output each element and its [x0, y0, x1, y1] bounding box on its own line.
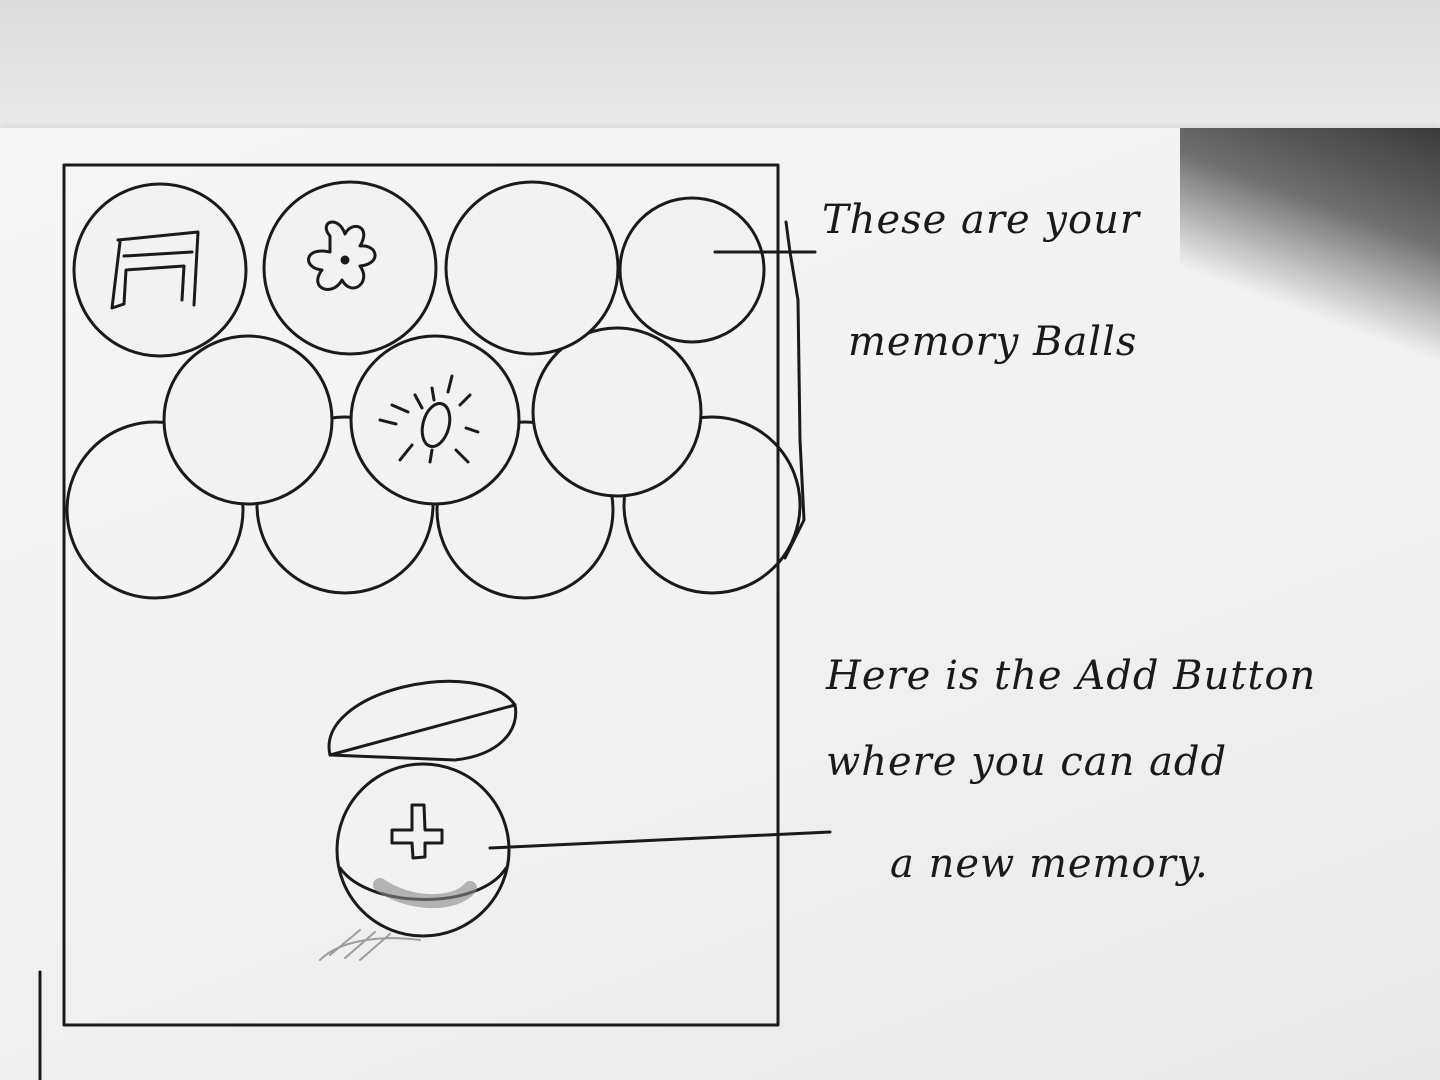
memory-balls-note-line-1: These are your [822, 197, 1140, 243]
memory-ball[interactable] [435, 420, 615, 600]
memory-ball[interactable] [531, 326, 703, 498]
add-button-callout [488, 830, 832, 850]
memory-ball[interactable] [444, 180, 620, 356]
memory-ball[interactable] [618, 196, 766, 344]
memory-balls-callout [713, 220, 817, 560]
add-button-note-line-3: a new memory. [890, 841, 1209, 887]
add-button-note-line-1: Here is the Add Button [826, 653, 1317, 699]
add-button[interactable] [319, 679, 518, 961]
background-shadow [1180, 128, 1440, 368]
memory-ball[interactable] [262, 180, 438, 356]
music-note-icon [110, 230, 200, 310]
memory-ball[interactable] [349, 334, 521, 506]
memory-ball[interactable] [622, 415, 802, 595]
sun-icon [378, 374, 480, 464]
add-button-note-line-2: where you can add [826, 739, 1228, 785]
plus-icon [390, 803, 444, 860]
memory-ball-grid [65, 180, 802, 600]
memory-ball[interactable] [72, 182, 248, 358]
memory-balls-note-line-2: memory Balls [848, 319, 1138, 365]
memory-ball[interactable] [65, 420, 245, 600]
phone-screen-frame [62, 163, 780, 1027]
memory-ball[interactable] [162, 334, 334, 506]
flower-icon [307, 220, 377, 291]
